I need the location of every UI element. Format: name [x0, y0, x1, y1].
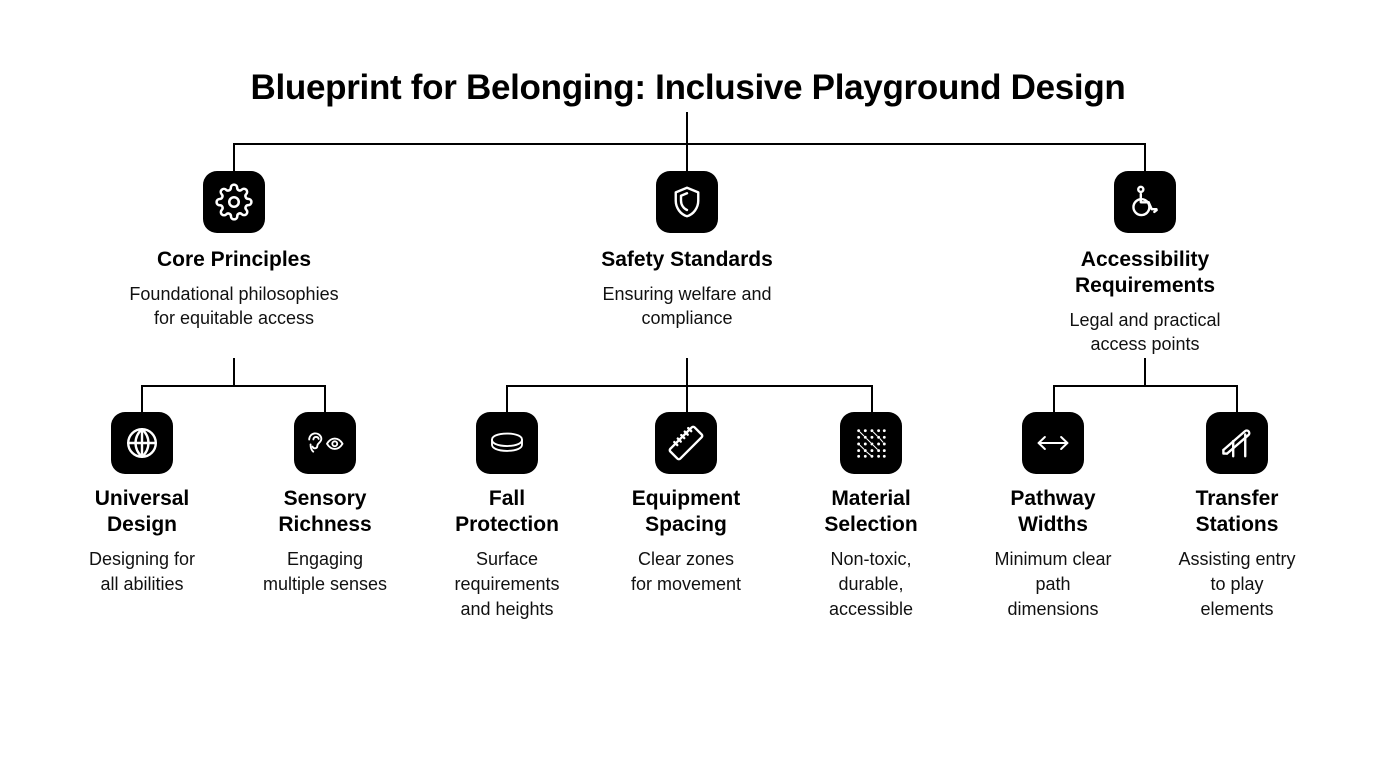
connector-stem-safety-standards [686, 358, 688, 386]
node-description: Assisting entry to play elements [1132, 547, 1342, 622]
handrail-icon [1206, 412, 1268, 474]
cushion-mat-icon [476, 412, 538, 474]
desc-line-1: Designing for [88, 549, 196, 569]
desc-line-3: and heights [460, 599, 554, 619]
title-line-2: Widths [1018, 513, 1088, 536]
desc-line-2: all abilities [100, 574, 184, 594]
node-material-selection[interactable]: Material Selection Non-toxic, durable, a… [776, 412, 966, 622]
connector-level2-bus-accessibility-requirements [1053, 385, 1237, 387]
title-line-1: Material [831, 487, 911, 510]
wheelchair-icon [1114, 171, 1176, 233]
title-line-2: Spacing [645, 513, 727, 536]
connector-level2-bus-safety-standards [506, 385, 873, 387]
connector-drop-material-selection [871, 385, 873, 412]
node-title: Accessibility Requirements [1010, 247, 1280, 299]
node-description: Designing for all abilities [32, 547, 252, 597]
connector-level1-bus [233, 143, 1146, 145]
desc-line-1: Minimum clear [994, 549, 1112, 569]
node-pathway-widths[interactable]: Pathway Widths Minimum clear path dimens… [943, 412, 1163, 622]
node-description: Engaging multiple senses [215, 547, 435, 597]
desc-line-1: Foundational philosophies [129, 284, 339, 304]
connector-drop-sensory-richness [324, 385, 326, 412]
connector-drop-pathway-widths [1053, 385, 1055, 412]
node-title: Fall Protection [402, 486, 612, 538]
node-description: Surface requirements and heights [402, 547, 612, 622]
node-description: Ensuring welfare and compliance [537, 282, 837, 330]
title-line-1: Transfer [1195, 487, 1279, 510]
node-core-principles[interactable]: Core Principles Foundational philosophie… [84, 171, 384, 330]
desc-line-2: path [1035, 574, 1071, 594]
ruler-icon [655, 412, 717, 474]
node-description: Legal and practical access points [1010, 308, 1280, 356]
connector-drop-safety-standards [686, 143, 688, 172]
desc-line-1: Surface [475, 549, 539, 569]
title-line-1: Pathway [1010, 487, 1096, 510]
desc-line-3: elements [1200, 599, 1274, 619]
connector-drop-equipment-spacing [686, 385, 688, 412]
desc-line-2: requirements [454, 574, 560, 594]
node-accessibility-requirements[interactable]: Accessibility Requirements Legal and pra… [1010, 171, 1280, 356]
gear-icon [203, 171, 265, 233]
node-title: Equipment Spacing [586, 486, 786, 538]
desc-line-3: dimensions [1007, 599, 1099, 619]
title-line-2: Protection [455, 513, 559, 536]
node-title: Sensory Richness [215, 486, 435, 538]
desc-line-1: Legal and practical [1069, 310, 1221, 330]
desc-line-1: Engaging [286, 549, 364, 569]
texture-grid-icon [840, 412, 902, 474]
node-title: Material Selection [776, 486, 966, 538]
desc-line-2: compliance [641, 308, 733, 328]
title-line-1: Accessibility [1080, 248, 1210, 271]
desc-line-2: for equitable access [153, 308, 315, 328]
title-line-1: Universal [94, 487, 190, 510]
node-description: Minimum clear path dimensions [943, 547, 1163, 622]
desc-line-3: accessible [828, 599, 914, 619]
connector-drop-transfer-stations [1236, 385, 1238, 412]
title-line-2: Requirements [1074, 274, 1216, 297]
globe-icon [111, 412, 173, 474]
node-title: Universal Design [32, 486, 252, 538]
node-title: Pathway Widths [943, 486, 1163, 538]
node-description: Foundational philosophies for equitable … [84, 282, 384, 330]
page-title: Blueprint for Belonging: Inclusive Playg… [250, 68, 1126, 107]
title-line-2: Design [106, 513, 177, 536]
desc-line-1: Ensuring welfare and [602, 284, 772, 304]
connector-root-stem [686, 112, 688, 144]
shield-icon [656, 171, 718, 233]
node-description: Non-toxic, durable, accessible [776, 547, 966, 622]
horizontal-arrow-icon [1022, 412, 1084, 474]
node-safety-standards[interactable]: Safety Standards Ensuring welfare and co… [537, 171, 837, 330]
title-line-1: Sensory [283, 487, 367, 510]
node-transfer-stations[interactable]: Transfer Stations Assisting entry to pla… [1132, 412, 1342, 622]
node-title: Core Principles [156, 248, 312, 271]
connector-drop-fall-protection [506, 385, 508, 412]
desc-line-2: durable, [838, 574, 904, 594]
connector-stem-core-principles [233, 358, 235, 386]
title-line-1: Fall [488, 487, 526, 510]
connector-drop-universal-design [141, 385, 143, 412]
desc-line-1: Non-toxic, [830, 549, 912, 569]
desc-line-2: multiple senses [262, 574, 388, 594]
title-line-2: Selection [824, 513, 918, 536]
title-line-2: Stations [1195, 513, 1279, 536]
node-universal-design[interactable]: Universal Design Designing for all abili… [32, 412, 252, 597]
connector-stem-accessibility-requirements [1144, 358, 1146, 386]
desc-line-2: access points [1090, 334, 1200, 354]
node-title: Safety Standards [601, 248, 773, 271]
node-fall-protection[interactable]: Fall Protection Surface requirements and… [402, 412, 612, 622]
title-line-1: Equipment [631, 487, 741, 510]
connector-drop-accessibility-requirements [1144, 143, 1146, 172]
connector-level2-bus-core-principles [141, 385, 325, 387]
node-description: Clear zones for movement [586, 547, 786, 597]
ear-eye-icon [294, 412, 356, 474]
desc-line-2: for movement [630, 574, 742, 594]
node-equipment-spacing[interactable]: Equipment Spacing Clear zones for moveme… [586, 412, 786, 597]
title-line-2: Richness [278, 513, 372, 536]
desc-line-1: Clear zones [637, 549, 735, 569]
node-sensory-richness[interactable]: Sensory Richness Engaging multiple sense… [215, 412, 435, 597]
node-title: Transfer Stations [1132, 486, 1342, 538]
desc-line-1: Assisting entry [1178, 549, 1296, 569]
desc-line-2: to play [1210, 574, 1264, 594]
connector-drop-core-principles [233, 143, 235, 172]
